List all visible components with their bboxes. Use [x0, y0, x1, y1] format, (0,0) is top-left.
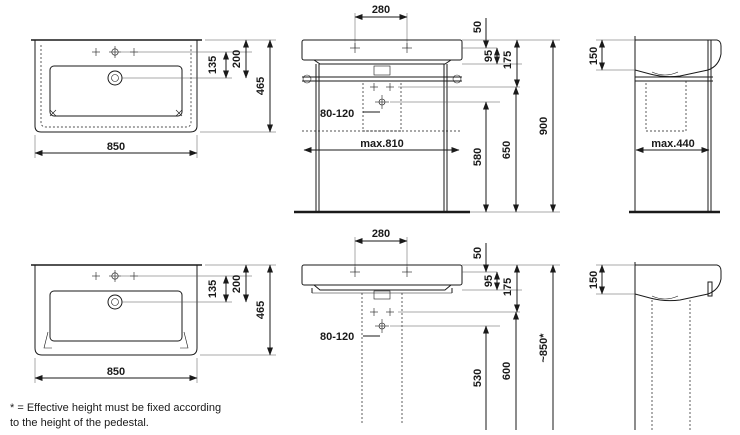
- top-front-580-label: 580: [472, 148, 484, 166]
- top-side-view: [596, 36, 722, 214]
- bottom-front-spacing-label: 280: [372, 228, 390, 240]
- bottom-plan-view: [31, 264, 276, 383]
- bottom-plan-depth-label: 465: [255, 301, 267, 319]
- bottom-front-600-label: 600: [501, 362, 513, 380]
- top-front-max-width-label: max.810: [360, 138, 403, 150]
- footnote-line-2: to the height of the pedestal.: [10, 417, 149, 429]
- bottom-front-850-label: ~850*: [538, 333, 550, 363]
- top-plan-view: [31, 39, 276, 158]
- top-front-80-120-label: 80-120: [320, 108, 354, 120]
- top-plan-135-label: 135: [207, 56, 219, 74]
- top-front-900-label: 900: [538, 117, 550, 135]
- bottom-front-view: [301, 237, 560, 430]
- top-front-650-label: 650: [501, 141, 513, 159]
- bottom-side-150-label: 150: [588, 271, 600, 289]
- top-side-max-depth-label: max.440: [651, 138, 694, 150]
- bottom-front-175-label: 175: [502, 278, 514, 296]
- top-plan-depth-label: 465: [255, 77, 267, 95]
- top-front-95-label: 95: [483, 50, 495, 62]
- bottom-plan-width-label: 850: [107, 366, 125, 378]
- bottom-side-view: [596, 262, 722, 430]
- top-front-spacing-label: 280: [372, 4, 390, 16]
- top-side-150-label: 150: [588, 47, 600, 65]
- bottom-front-95-label: 95: [483, 275, 495, 287]
- footnote: * = Effective height must be fixed accor…: [10, 401, 221, 431]
- top-front-175-label: 175: [502, 51, 514, 69]
- bottom-front-80-120-label: 80-120: [320, 331, 354, 343]
- bottom-front-50-label: 50: [472, 247, 484, 259]
- bottom-front-530-label: 530: [472, 369, 484, 387]
- top-plan-200-label: 200: [231, 50, 243, 68]
- footnote-line-1: * = Effective height must be fixed accor…: [10, 402, 222, 414]
- top-front-50-label: 50: [472, 21, 484, 33]
- bottom-plan-200-label: 200: [231, 275, 243, 293]
- bottom-plan-135-label: 135: [207, 280, 219, 298]
- top-front-view: [294, 13, 560, 214]
- top-plan-width-label: 850: [107, 141, 125, 153]
